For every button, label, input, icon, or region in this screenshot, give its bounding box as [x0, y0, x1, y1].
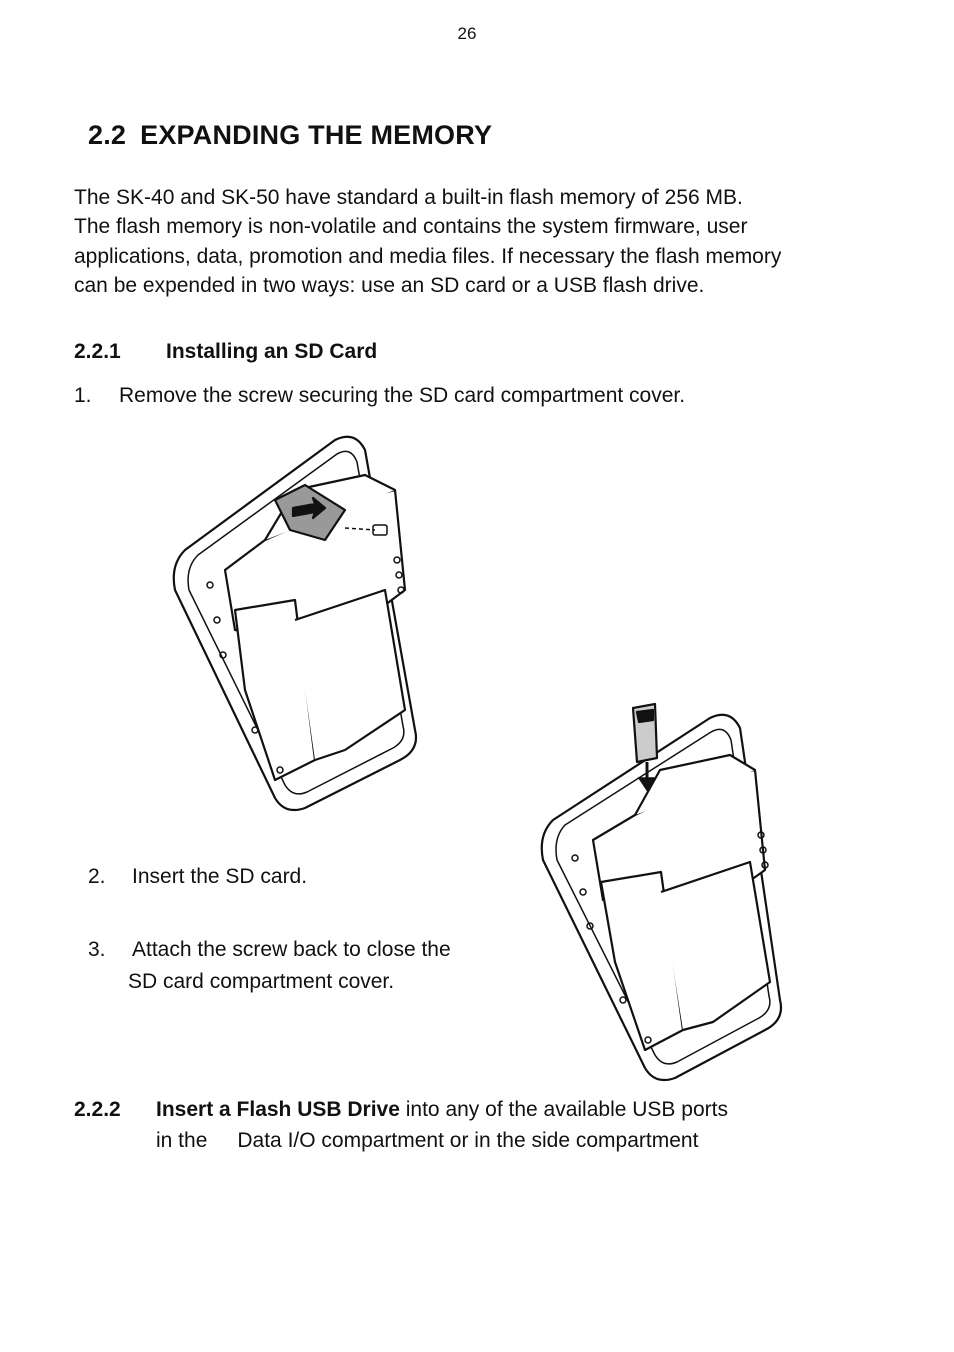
step-text: Attach the screw back to close the: [132, 938, 451, 961]
usb-text-part: in the: [156, 1129, 208, 1152]
step-2: 2. Insert the SD card.: [88, 861, 307, 893]
device-illustration-remove-screw: [172, 435, 418, 812]
device-illustration-insert-sd: [540, 702, 783, 1082]
step-1: 1. Remove the screw securing the SD card …: [74, 380, 685, 412]
section-heading: 2.2 EXPANDING THE MEMORY: [88, 120, 492, 151]
step-3: 3. Attach the screw back to close the SD …: [88, 934, 488, 998]
subsection-title: Installing an SD Card: [166, 340, 378, 363]
intro-paragraph: The SK-40 and SK-50 have standard a buil…: [74, 183, 834, 300]
step-number: 1.: [74, 384, 92, 407]
section-title: EXPANDING THE MEMORY: [140, 120, 493, 150]
usb-text-line2: in the Data I/O compartment or in the sid…: [74, 1125, 728, 1156]
usb-text-part: Data I/O compartment or in the side comp…: [237, 1129, 699, 1152]
page-number: 26: [457, 24, 477, 43]
subsection-heading-sd: 2.2.1 Installing an SD Card: [74, 340, 377, 364]
subsection-number: 2.2.2: [74, 1098, 121, 1121]
step-number: 3.: [88, 938, 106, 961]
subsection-number: 2.2.1: [74, 340, 121, 363]
subsection-usb: 2.2.2 Insert a Flash USB Drive into any o…: [74, 1094, 728, 1156]
usb-title: Insert a Flash USB Drive: [156, 1098, 400, 1121]
step-number: 2.: [88, 865, 106, 888]
section-number: 2.2: [88, 120, 127, 150]
usb-text: into any of the available USB ports: [399, 1098, 728, 1121]
intro-line: applications, data, promotion and media …: [74, 244, 782, 268]
intro-line: can be expended in two ways: use an SD c…: [74, 273, 705, 297]
intro-line: The flash memory is non-volatile and con…: [74, 215, 748, 239]
step-text-continued: SD card compartment cover.: [128, 970, 395, 993]
step-text: Insert the SD card.: [132, 865, 308, 888]
step-text: Remove the screw securing the SD card co…: [119, 384, 686, 407]
intro-line: The SK-40 and SK-50 have standard a buil…: [74, 186, 743, 209]
